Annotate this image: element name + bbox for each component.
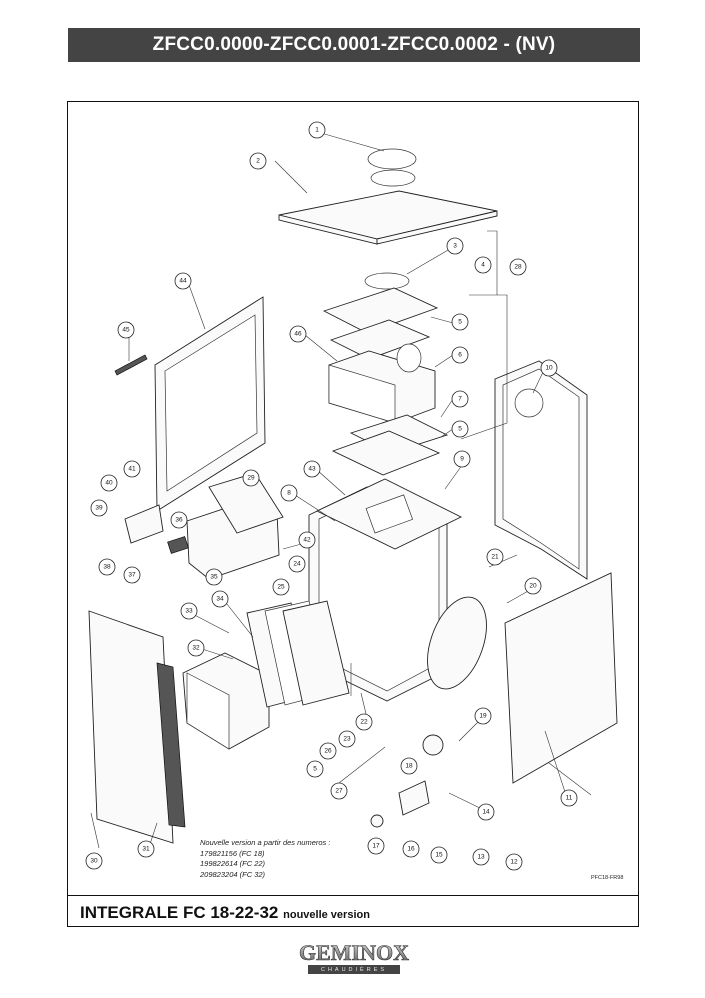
footer-title-sub: nouvelle version bbox=[283, 909, 370, 921]
reference-code: PFC18-FR98 bbox=[591, 875, 624, 881]
part-front-panel-right bbox=[504, 572, 618, 784]
version-note-line: 209823204 (FC 32) bbox=[200, 869, 266, 879]
part-upper-plate bbox=[322, 287, 439, 334]
exploded-view-drawing bbox=[88, 132, 618, 849]
geminox-logo: GEMINOX CHAUDIÈRES bbox=[299, 940, 409, 974]
part-valve-bracket bbox=[398, 780, 430, 816]
logo-tagline: CHAUDIÈRES bbox=[321, 966, 387, 973]
version-note-line: Nouvelle version a partir des numeros : bbox=[200, 838, 331, 847]
part-hinge-strip bbox=[114, 354, 148, 376]
part-top-cap bbox=[367, 148, 417, 170]
version-note-line: 199822614 (FC 22) bbox=[200, 859, 266, 868]
version-note: Nouvelle version a partir des numeros : … bbox=[200, 838, 330, 880]
drawing-frame bbox=[67, 101, 639, 927]
footer-title: INTEGRALE FC 18-22-32 nouvelle version bbox=[80, 903, 370, 923]
version-note-line: 179821156 (FC 18) bbox=[200, 848, 265, 858]
footer-title-main: INTEGRALE FC 18-22-32 bbox=[80, 903, 279, 922]
part-control-box bbox=[124, 504, 164, 544]
page-title: ZFCC0.0000-ZFCC0.0001-ZFCC0.0002 - (NV) bbox=[68, 28, 640, 62]
part-top-cover bbox=[278, 190, 498, 240]
footer-divider bbox=[67, 895, 639, 896]
part-pump bbox=[422, 734, 444, 756]
logo-wordmark: GEMINOX bbox=[299, 940, 409, 965]
part-front-door bbox=[88, 610, 174, 844]
part-flue-collar bbox=[364, 272, 410, 290]
part-expansion-vessel bbox=[427, 596, 487, 690]
part-burner-support bbox=[208, 472, 284, 534]
